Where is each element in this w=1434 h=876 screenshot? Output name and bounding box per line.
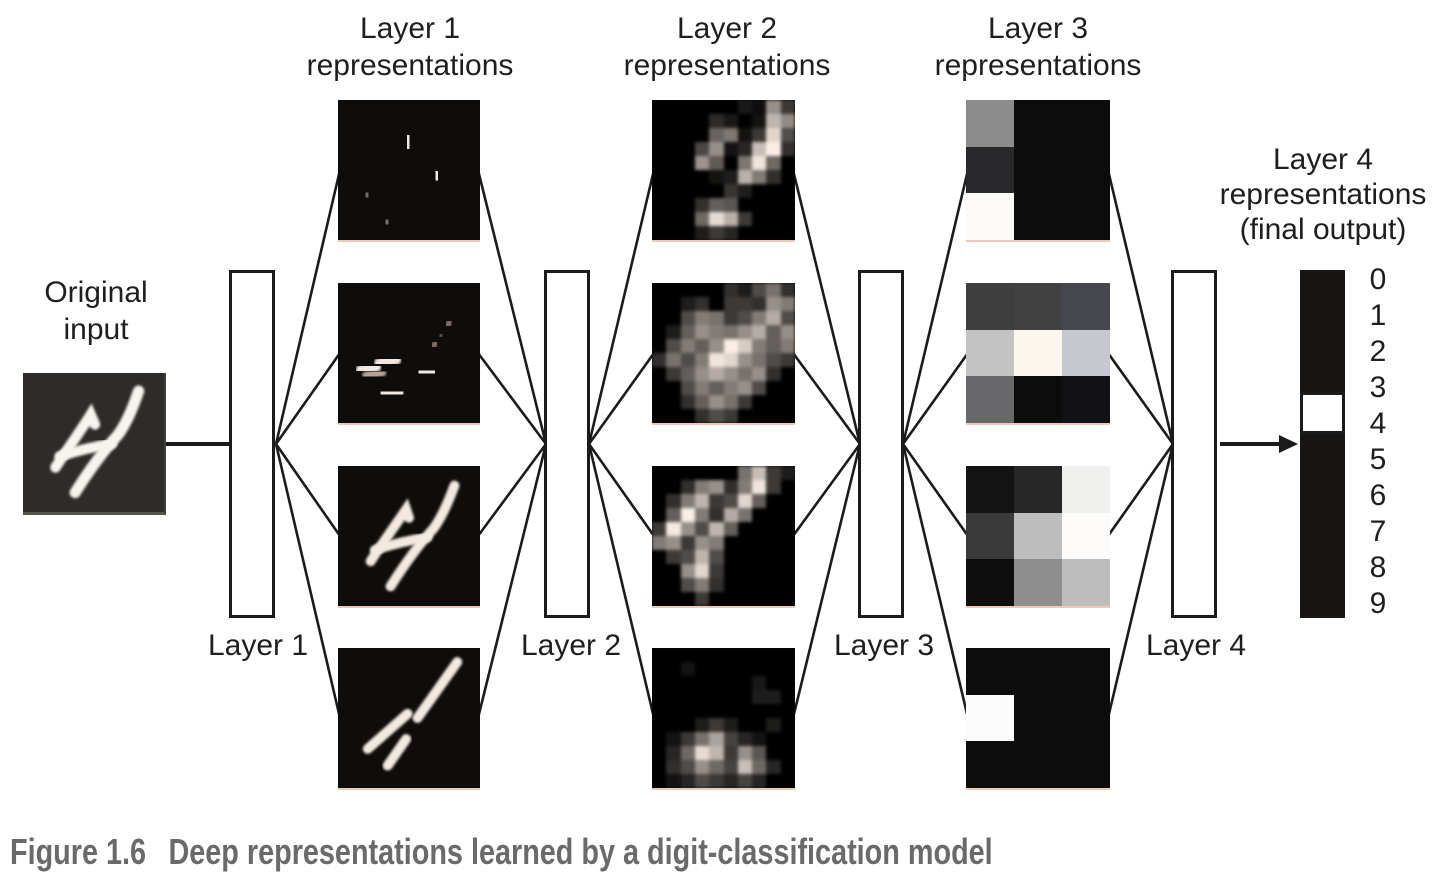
layer3-box [858,270,904,618]
connector-line [476,443,548,537]
original-input-label: Original input [44,276,148,346]
figure-caption-number: Figure 1.6 [10,831,147,872]
layer3-label: Layer 3 [833,629,935,662]
connector-line [274,352,342,445]
layer3-representation-image [966,648,1110,790]
final-output-bar [1300,270,1345,618]
layer1-representation-image [338,100,480,242]
predicted-digit-cell [1300,392,1345,434]
original-input-image [23,373,166,515]
connector-line [476,352,548,445]
connector-line [791,443,862,719]
layer2-representation-image [652,466,795,608]
layer1-representation-image [338,648,480,790]
connector-line [901,443,970,719]
layer2-label: Layer 2 [520,629,622,662]
connector-line [1106,443,1175,719]
connector-line [1106,443,1175,537]
layer4-representations-label: Layer 4 representations (final output) [1219,143,1427,246]
digit-label: 4 [1369,407,1387,440]
digit-label: 2 [1369,335,1387,368]
connector-line [791,352,862,445]
connector-line [1106,169,1175,445]
layer3-representation-image [966,100,1110,242]
digit-label: 7 [1369,515,1387,548]
connector-line [791,169,862,445]
digit-label: 9 [1369,587,1387,620]
layer1-representation-image [338,283,480,425]
layer1-representations-label: Layer 1 representations [306,12,514,82]
figure-caption-text: Deep representations learned by a digit-… [168,831,993,872]
connector-line [587,443,656,537]
output-arrow-head [1279,435,1298,453]
layer2-representation-image [652,283,795,425]
connector-line [476,443,548,719]
connector-line [901,352,970,445]
connector-line [791,443,862,537]
layer1-box [229,270,275,618]
layer3-representations-label: Layer 3 representations [934,12,1142,82]
digit-label: 8 [1369,551,1387,584]
layer3-representation-image [966,283,1110,425]
connector-line [476,169,548,445]
layer3-representation-image [966,466,1110,608]
connector-line [587,352,656,445]
connector-line [274,169,342,445]
layer2-representations-label: Layer 2 representations [623,12,831,82]
layer4-label: Layer 4 [1145,629,1247,662]
layer4-box [1171,270,1217,618]
digit-label: 3 [1369,371,1387,404]
layer1-representation-image [338,466,480,608]
digit-label: 5 [1369,443,1387,476]
connector-line [901,169,970,445]
connector-line [274,443,342,537]
connector-line [587,443,656,719]
layer2-representation-image [652,100,795,242]
connector-line [901,443,970,537]
digit-label: 0 [1369,263,1387,296]
layer2-representation-image [652,648,795,790]
figure-caption: Figure 1.6 Deep representations learned b… [10,831,993,873]
connector-line [587,169,656,445]
layer1-label: Layer 1 [207,629,309,662]
layer2-box [544,270,590,618]
digit-label: 6 [1369,479,1387,512]
connector-line [274,443,342,719]
digit-label: 1 [1369,299,1387,332]
connector-line [1106,352,1175,445]
